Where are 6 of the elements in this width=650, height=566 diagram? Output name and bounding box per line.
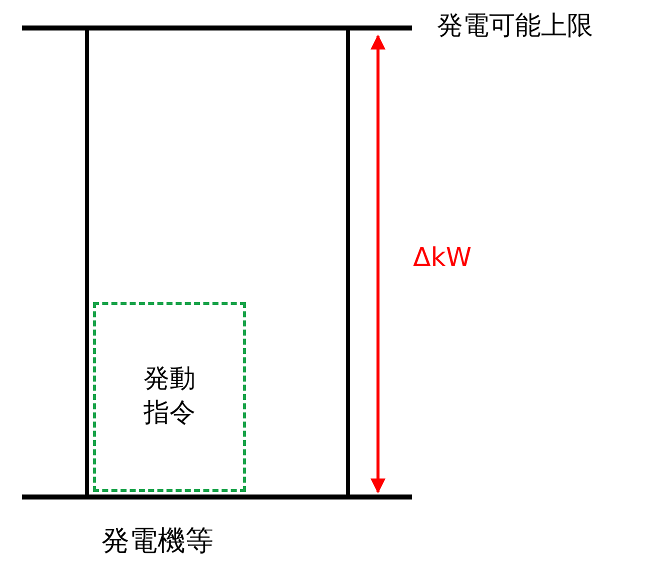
command-text: 発動指令	[142, 363, 196, 430]
dashed-box	[93, 302, 246, 492]
delta-kw-label: ΔkW	[413, 243, 472, 273]
generator-box	[85, 30, 350, 497]
generator-label: 発電機等	[100, 523, 214, 559]
limit-label: 発電可能上限	[437, 10, 593, 43]
